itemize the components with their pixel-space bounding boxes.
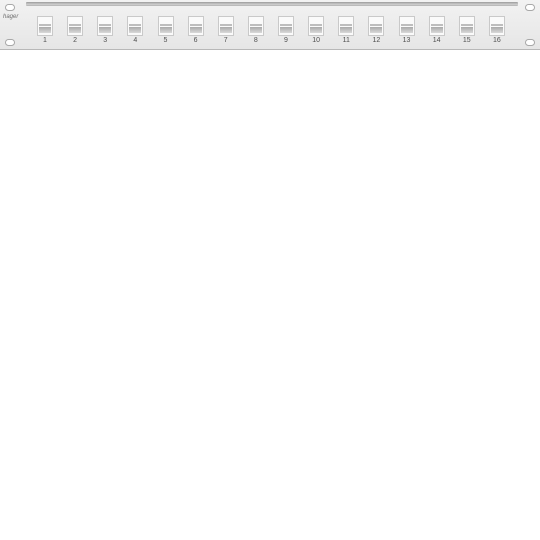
- jack-latch: [370, 24, 383, 26]
- jack-socket: [490, 27, 503, 33]
- mount-hole-top-left: [5, 4, 15, 11]
- jack-socket: [370, 27, 383, 33]
- jack-socket: [39, 27, 51, 33]
- keystone-jack[interactable]: [368, 16, 385, 36]
- port-1[interactable]: 1: [30, 14, 60, 48]
- port-15[interactable]: 15: [452, 14, 482, 48]
- port-8[interactable]: 8: [241, 14, 271, 48]
- port-number-label: 4: [133, 37, 138, 44]
- jack-socket: [400, 27, 413, 33]
- jack-socket: [460, 27, 473, 33]
- jack-latch: [219, 24, 232, 26]
- jack-socket: [430, 27, 443, 33]
- jack-socket: [189, 27, 202, 33]
- port-number-label: 14: [432, 37, 441, 44]
- port-10[interactable]: 10: [301, 14, 331, 48]
- port-number-label: 6: [193, 37, 198, 44]
- port-number-label: 12: [372, 37, 381, 44]
- jack-latch: [39, 24, 51, 26]
- jack-latch: [340, 24, 353, 26]
- port-number-label: 10: [312, 37, 321, 44]
- mount-hole-top-right: [525, 4, 535, 11]
- jack-socket: [219, 27, 232, 33]
- keystone-jack[interactable]: [247, 16, 264, 36]
- jack-latch: [310, 24, 323, 26]
- jack-latch: [430, 24, 443, 26]
- jack-socket: [310, 27, 323, 33]
- keystone-jack[interactable]: [217, 16, 234, 36]
- jack-socket: [69, 27, 82, 33]
- jack-socket: [280, 27, 292, 33]
- port-number-label: 7: [223, 37, 228, 44]
- port-number-label: 11: [342, 37, 350, 44]
- jack-latch: [159, 24, 172, 26]
- port-14[interactable]: 14: [422, 14, 452, 48]
- port-number-label: 8: [253, 37, 258, 44]
- keystone-jack[interactable]: [37, 16, 53, 36]
- keystone-jack[interactable]: [97, 16, 114, 36]
- port-number-label: 5: [163, 37, 168, 44]
- port-9[interactable]: 9: [271, 14, 301, 48]
- port-number-label: 3: [103, 37, 108, 44]
- port-2[interactable]: 2: [60, 14, 90, 48]
- port-number-label: 16: [492, 37, 501, 44]
- port-13[interactable]: 13: [392, 14, 422, 48]
- jack-socket: [249, 27, 262, 33]
- port-12[interactable]: 12: [361, 14, 391, 48]
- port-number-label: 9: [284, 37, 288, 44]
- jack-latch: [189, 24, 202, 26]
- mount-hole-bottom-right: [525, 39, 535, 46]
- port-16[interactable]: 16: [482, 14, 512, 48]
- keystone-jack[interactable]: [338, 16, 355, 36]
- keystone-jack[interactable]: [428, 16, 445, 36]
- jack-latch: [280, 24, 292, 26]
- jack-socket: [159, 27, 172, 33]
- port-number-label: 2: [73, 37, 78, 44]
- keystone-jack[interactable]: [458, 16, 475, 36]
- jack-latch: [490, 24, 503, 26]
- port-number-label: 15: [462, 37, 471, 44]
- port-6[interactable]: 6: [181, 14, 211, 48]
- port-number-label: 1: [43, 37, 47, 44]
- keystone-jack[interactable]: [127, 16, 144, 36]
- port-number-label: 13: [402, 37, 411, 44]
- jack-latch: [129, 24, 142, 26]
- keystone-jack[interactable]: [187, 16, 204, 36]
- port-5[interactable]: 5: [151, 14, 181, 48]
- jack-socket: [99, 27, 112, 33]
- jack-latch: [460, 24, 473, 26]
- port-4[interactable]: 4: [120, 14, 150, 48]
- keystone-jack[interactable]: [398, 16, 415, 36]
- port-3[interactable]: 3: [90, 14, 120, 48]
- brand-logo: hager: [3, 14, 19, 20]
- jack-latch: [249, 24, 262, 26]
- keystone-jack[interactable]: [278, 16, 294, 36]
- keystone-jack[interactable]: [157, 16, 174, 36]
- keystone-jack[interactable]: [67, 16, 84, 36]
- port-11[interactable]: 11: [331, 14, 361, 48]
- jack-socket: [129, 27, 142, 33]
- keystone-jack[interactable]: [488, 16, 505, 36]
- mount-hole-bottom-left: [5, 39, 15, 46]
- jack-latch: [69, 24, 82, 26]
- port-7[interactable]: 7: [211, 14, 241, 48]
- jack-latch: [99, 24, 112, 26]
- jack-latch: [400, 24, 413, 26]
- jack-socket: [340, 27, 353, 33]
- keystone-jack[interactable]: [308, 16, 325, 36]
- top-rail: [26, 2, 518, 6]
